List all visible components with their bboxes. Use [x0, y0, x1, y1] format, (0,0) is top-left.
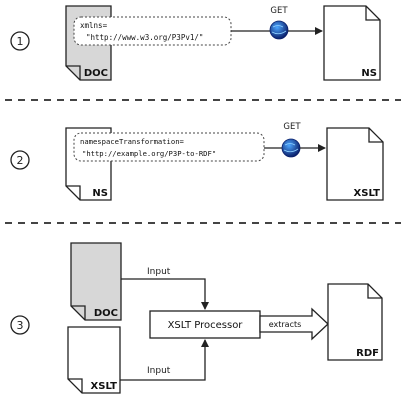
document-icon: [67, 326, 121, 394]
step-3-input-doc: DOC: [70, 242, 122, 321]
circled-number-icon: [10, 315, 30, 335]
step-3: 3 DOC XSLT Input Input XSLT Processor ex…: [10, 242, 383, 394]
document-icon: [326, 127, 384, 201]
block-arrow-icon: [259, 307, 329, 341]
step-1-callout-line2: "http://www.w3.org/P3Pv1/": [86, 33, 203, 42]
step-3-input-label-top: Input: [147, 267, 171, 277]
step-1-globe: [269, 20, 289, 40]
step-2-callout-line1: namespaceTransformation=: [80, 137, 185, 146]
step-2-callout-line2: "http://example.org/P3P-to-RDF": [82, 149, 216, 158]
step-2-target-doc-label: XSLT: [354, 188, 381, 199]
step-3-output-doc-label: RDF: [356, 348, 379, 359]
step-2-globe: [281, 138, 301, 158]
step-1-get-label: GET: [270, 6, 288, 16]
step-3-input-arrow-bottom: [120, 339, 209, 381]
step-3-output-doc: RDF: [327, 283, 383, 361]
document-icon: [70, 242, 122, 321]
step-1-target-doc-label: NS: [361, 68, 377, 79]
step-2-get-label: GET: [283, 122, 301, 132]
step-2: 2 NS namespaceTransformation= "http://ex…: [10, 122, 384, 201]
step-3-extracts-arrow: extracts: [259, 307, 329, 341]
step-3-input-label-bottom: Input: [147, 366, 171, 376]
circled-number-icon: [10, 150, 30, 170]
step-3-number-label: 3: [17, 319, 24, 332]
step-3-input-arrow-top: [121, 278, 209, 310]
step-2-source-doc-label: NS: [92, 188, 108, 199]
step-2-number-label: 2: [17, 154, 24, 167]
step-1-callout-line1: xmlns=: [80, 21, 108, 30]
document-icon: [323, 5, 381, 81]
step-3-input-doc-label: DOC: [94, 308, 118, 319]
step-2-number: 2: [10, 150, 30, 170]
step-1-source-doc-label: DOC: [84, 68, 108, 79]
step-1-number-label: 1: [17, 35, 24, 48]
circled-number-icon: [10, 31, 30, 51]
step-1-number: 1: [10, 31, 30, 51]
document-icon: [327, 283, 383, 361]
step-3-extracts-label: extracts: [269, 320, 302, 329]
step-2-callout: namespaceTransformation= "http://example…: [73, 132, 265, 162]
step-1-target-doc: NS: [323, 5, 381, 81]
globe-icon: [281, 138, 301, 158]
globe-icon: [269, 20, 289, 40]
step-3-processor: XSLT Processor: [149, 310, 261, 339]
step-1: 1 DOC xmlns= "http://www.w3.org/P3Pv1/" …: [10, 5, 381, 81]
step-3-stylesheet-doc: XSLT: [67, 326, 121, 394]
step-2-target-doc: XSLT: [326, 127, 384, 201]
step-3-stylesheet-doc-label: XSLT: [91, 381, 118, 392]
step-3-processor-label: XSLT Processor: [168, 320, 244, 331]
step-1-callout: xmlns= "http://www.w3.org/P3Pv1/": [73, 16, 232, 46]
callout-box: [73, 132, 265, 162]
step-3-number: 3: [10, 315, 30, 335]
